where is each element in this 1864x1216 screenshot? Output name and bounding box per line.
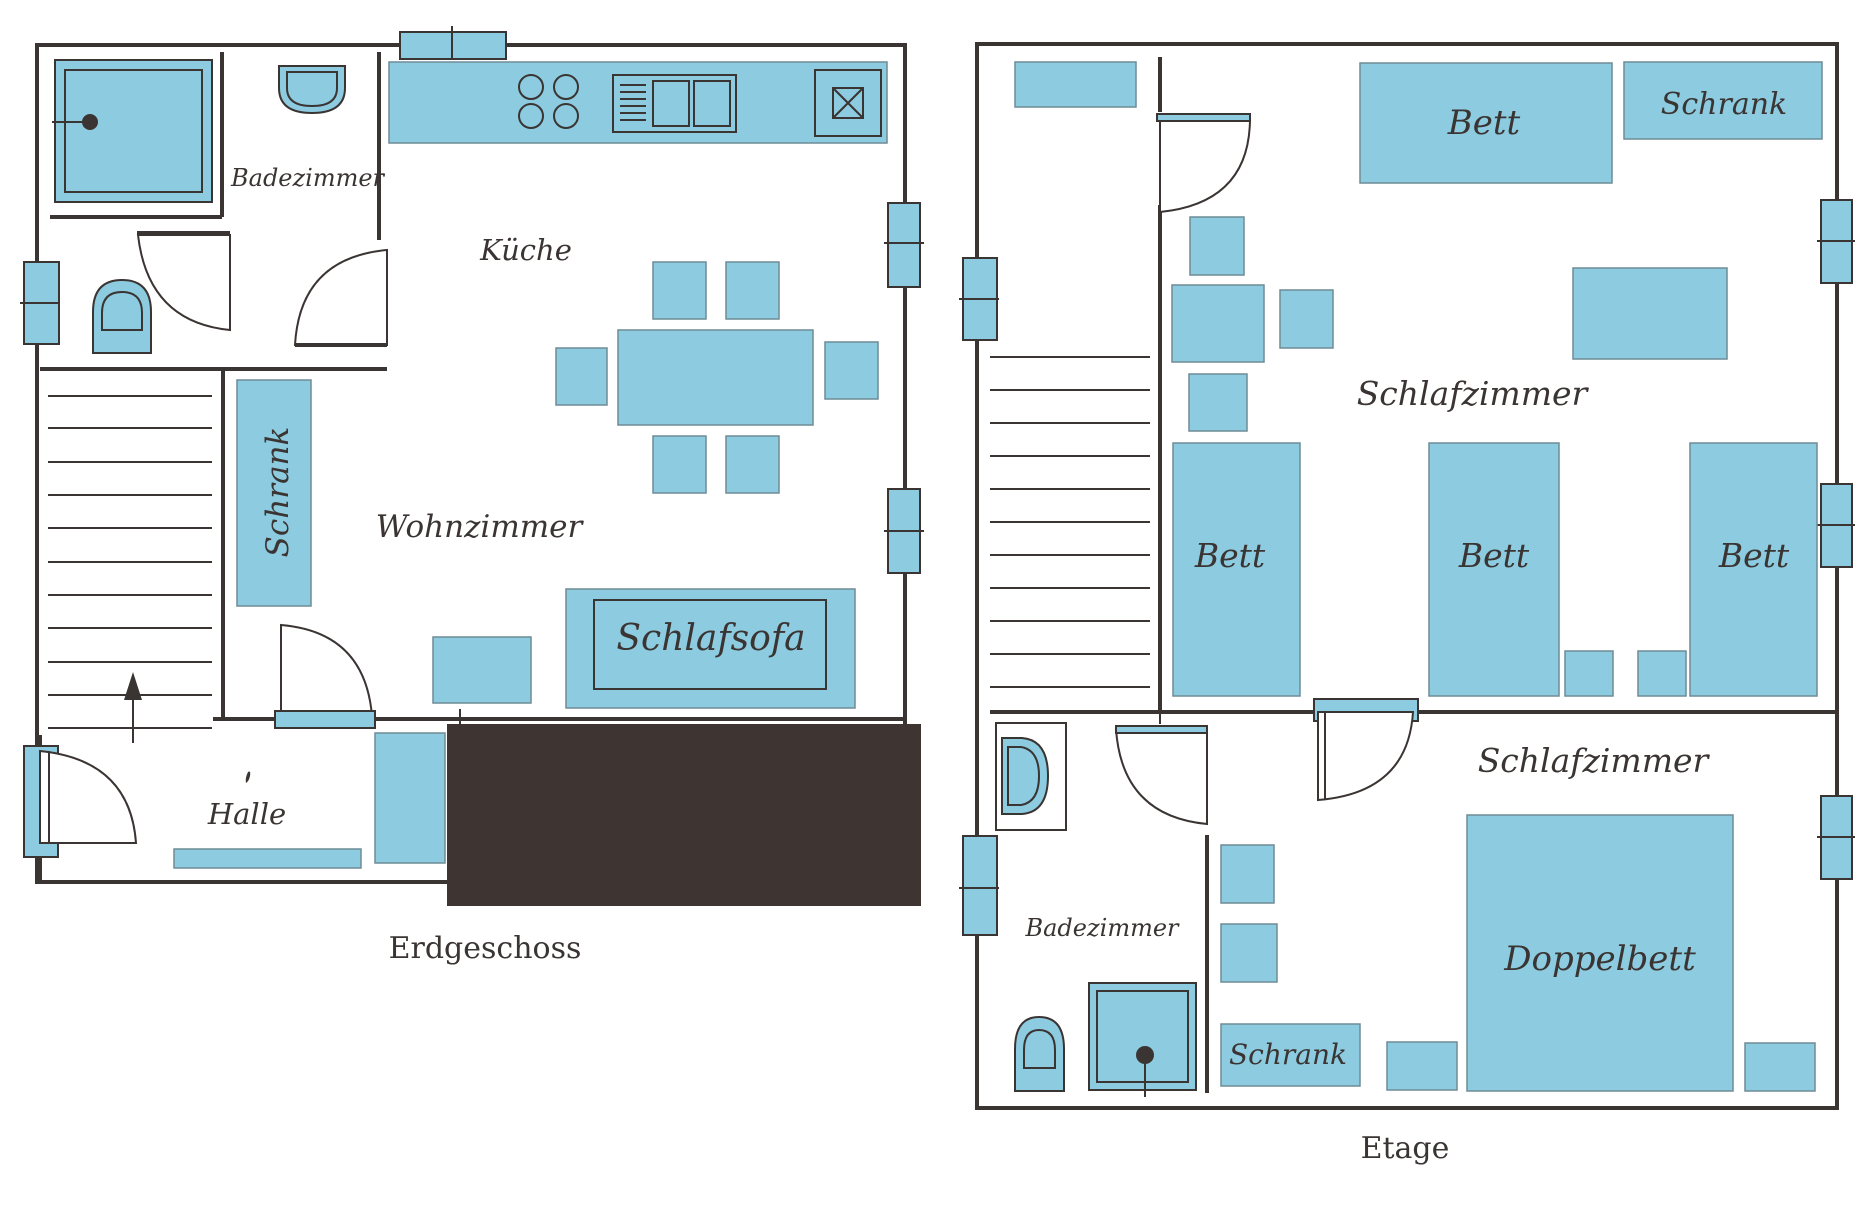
staircase-upper — [990, 356, 1150, 688]
bedroom-door-upper — [1159, 117, 1252, 214]
caption-upper-floor: Etage — [1361, 1131, 1450, 1166]
shower-drain-icon-upper — [1136, 1046, 1154, 1064]
chair — [1279, 289, 1334, 349]
wardrobe — [236, 379, 312, 607]
nightstand — [1564, 650, 1614, 697]
chair — [652, 261, 707, 320]
label-bedroom-1: Schlafzimmer — [1357, 374, 1590, 413]
bedroom-2-door — [1317, 711, 1415, 802]
toilet-icon-upper — [1014, 1015, 1065, 1092]
bath-kitchen-door — [293, 248, 388, 346]
window-kitchen-right — [887, 202, 921, 288]
chair — [652, 435, 707, 494]
stove-icon — [518, 74, 544, 100]
double-bed — [1466, 814, 1734, 1092]
table-upper — [1572, 267, 1728, 360]
nightstand — [1386, 1041, 1458, 1091]
bed-middle — [1428, 442, 1560, 697]
label-bathroom-upper: Badezimmer — [1024, 914, 1180, 942]
shelf — [1014, 61, 1137, 108]
label-bed-top: Bett — [1447, 103, 1521, 143]
bed-left — [1172, 442, 1301, 697]
label-hall: Halle — [207, 797, 286, 831]
label-bedroom-2: Schlafzimmer — [1478, 741, 1711, 780]
label-double-bed: Doppelbett — [1503, 939, 1696, 979]
wardrobe-top — [1623, 61, 1823, 140]
shower-drain-icon — [82, 114, 98, 130]
window-upper-left-2 — [962, 835, 998, 936]
sink-cabinet — [995, 722, 1067, 831]
dining-table — [617, 329, 814, 426]
chair — [555, 347, 608, 406]
staircase-ground — [48, 395, 212, 743]
chair — [725, 435, 780, 494]
label-bed-middle: Bett — [1458, 536, 1530, 575]
sink-icon-upper — [1001, 737, 1050, 815]
shelf-small — [1220, 923, 1278, 983]
arrow-up-icon — [124, 672, 142, 700]
terrace — [447, 724, 921, 906]
label-bed-left: Bett — [1194, 536, 1266, 575]
desk — [1171, 284, 1265, 363]
label-wardrobe-bottom: Schrank — [1229, 1038, 1347, 1071]
hall-cabinet — [374, 732, 446, 864]
label-wardrobe-top: Schrank — [1661, 87, 1787, 122]
label-kitchen: Küche — [479, 233, 572, 267]
sink-icon — [278, 65, 346, 115]
shower-tray — [54, 59, 213, 203]
entrance-door — [39, 749, 138, 844]
living-room-door — [280, 623, 374, 717]
label-bathroom-ground: Badezimmer — [230, 164, 386, 192]
nightstand — [1744, 1042, 1816, 1092]
shower-tray-upper — [1088, 982, 1197, 1091]
wardrobe-bottom — [1220, 1023, 1361, 1087]
upper-floor-outer-wall — [975, 42, 1839, 1110]
label-wardrobe-ground: Schrank — [260, 427, 296, 558]
bathroom-door-upper — [1114, 728, 1208, 826]
bathroom-door — [136, 234, 231, 332]
chair — [725, 261, 780, 320]
nightstand — [1189, 216, 1245, 276]
fridge-icon — [814, 69, 882, 137]
ground-floor-plan — [20, 26, 924, 906]
chair — [824, 341, 879, 400]
hall-bench — [173, 848, 362, 869]
label-sofa-bed: Schlafsofa — [616, 618, 805, 659]
drop-icon — [245, 771, 251, 783]
label-living-room: Wohnzimmer — [376, 509, 585, 545]
kitchen-sink-icon — [612, 74, 737, 133]
shelf-small — [1220, 844, 1275, 904]
label-bed-right: Bett — [1718, 536, 1790, 575]
coffee-table — [432, 636, 532, 704]
nightstand — [1188, 373, 1248, 432]
nightstand — [1637, 650, 1687, 697]
caption-ground-floor: Erdgeschoss — [389, 931, 582, 966]
upper-floor-plan — [959, 42, 1855, 1110]
bed-right — [1689, 442, 1818, 697]
bed-top — [1359, 62, 1613, 184]
